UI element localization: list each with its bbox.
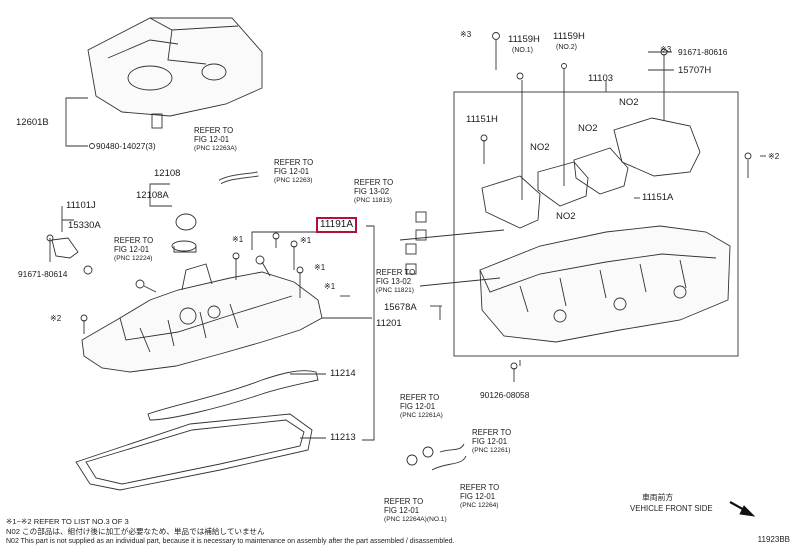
label-91671-80614[interactable]: 91671-80614 xyxy=(18,269,68,279)
refer-line1: REFER TO xyxy=(354,178,394,187)
refer-callout-12264A[interactable]: REFER TO FIG 12-01 (PNC 12264A)(NO.1) xyxy=(384,497,447,524)
refer-line1: REFER TO xyxy=(460,483,500,492)
label-15707H[interactable]: 15707H xyxy=(678,65,712,76)
note-marker-3b: ※3 xyxy=(660,45,672,54)
bolt-group-right[interactable] xyxy=(439,32,752,383)
refer-line2: FIG 12-01 xyxy=(384,506,420,515)
refer-pnc: (PNC 12224) xyxy=(114,255,153,262)
label-12601B[interactable]: 12601B xyxy=(16,117,49,128)
label-15330A[interactable]: 15330A xyxy=(68,220,101,231)
label-11159H-no2[interactable]: 11159H xyxy=(553,31,585,42)
refer-callout-12264[interactable]: REFER TO FIG 12-01 (PNC 12264) xyxy=(460,483,499,510)
vehicle-front-label-en: VEHICLE FRONT SIDE xyxy=(630,504,713,513)
refer-pnc: (PNC 12261A) xyxy=(400,412,443,419)
bolt-group-left[interactable] xyxy=(80,232,304,334)
refer-pnc: (PNC 12261) xyxy=(472,447,511,454)
label-12108A[interactable]: 12108A xyxy=(136,190,169,201)
oil-control-valve-left[interactable] xyxy=(46,234,93,275)
label-11159H-no1-note: (NO.1) xyxy=(512,47,533,54)
gasket-11214[interactable] xyxy=(147,370,319,421)
label-15678A[interactable]: 15678A xyxy=(384,302,417,313)
label-11101J[interactable]: 11101J xyxy=(66,200,96,211)
refer-line2: FIG 12-01 xyxy=(400,402,436,411)
refer-line1: REFER TO xyxy=(384,497,424,506)
refer-callout-12224[interactable]: REFER TO FIG 12-01 (PNC 12224) xyxy=(114,236,153,263)
refer-line2: FIG 12-01 xyxy=(114,245,150,254)
bearing-cap-group[interactable] xyxy=(481,117,701,229)
note-marker-1c: ※1 xyxy=(314,263,326,272)
label-no2-d: NO2 xyxy=(556,211,576,222)
plug-group[interactable] xyxy=(405,211,427,275)
label-no2-a: NO2 xyxy=(619,97,639,108)
refer-line1: REFER TO xyxy=(376,268,416,277)
refer-pnc: (PNC 11821) xyxy=(376,287,414,294)
refer-callout-12261A[interactable]: REFER TO FIG 12-01 (PNC 12261A) xyxy=(400,393,443,420)
label-90126-08058[interactable]: 90126-08058 xyxy=(480,390,530,400)
note-marker-1d: ※1 xyxy=(324,282,336,291)
refer-line2: FIG 13-02 xyxy=(376,277,412,286)
note-marker-2a: ※2 xyxy=(768,152,780,161)
refer-line1: REFER TO xyxy=(194,126,234,135)
label-11159H-no2-note: (NO.2) xyxy=(556,44,577,51)
refer-pnc: (PNC 12264A)(NO.1) xyxy=(384,516,447,523)
figure-id: 11923BB xyxy=(757,535,790,544)
refer-callout-11813[interactable]: REFER TO FIG 13-02 (PNC 11813) xyxy=(354,178,393,205)
refer-callout-12261[interactable]: REFER TO FIG 12-01 (PNC 12261) xyxy=(472,428,511,455)
oil-filler-cap-part[interactable] xyxy=(171,213,197,253)
refer-line1: REFER TO xyxy=(400,393,440,402)
refer-callout-12263A[interactable]: REFER TO FIG 12-01 (PNC 12263A) xyxy=(194,126,237,153)
engine-cover-part[interactable] xyxy=(87,17,263,129)
refer-pnc: (PNC 12263A) xyxy=(194,145,237,152)
refer-line1: REFER TO xyxy=(274,158,314,167)
label-11103[interactable]: 11103 xyxy=(588,73,614,84)
footnote-3: N02 This part is not supplied as an indi… xyxy=(6,538,455,545)
vehicle-front-arrow xyxy=(729,501,756,517)
label-11201[interactable]: 11201 xyxy=(376,318,402,329)
refer-line2: FIG 12-01 xyxy=(274,167,310,176)
vehicle-front-label-jp: 車両前方 xyxy=(642,493,674,502)
refer-pnc: (PNC 12264) xyxy=(460,502,499,509)
label-90480-14027[interactable]: 90480-14027(3) xyxy=(96,141,156,151)
note-marker-3a: ※3 xyxy=(460,30,472,39)
gasket-11213[interactable] xyxy=(75,413,313,491)
cylinder-head-cover-part[interactable] xyxy=(81,263,323,373)
label-11213[interactable]: 11213 xyxy=(330,432,356,443)
note-marker-1b: ※1 xyxy=(300,236,312,245)
label-11151H[interactable]: 11151H xyxy=(466,114,498,125)
refer-line2: FIG 12-01 xyxy=(194,135,230,144)
label-no2-b: NO2 xyxy=(578,123,598,134)
label-11151A[interactable]: 11151A xyxy=(642,192,674,203)
note-marker-2b: ※2 xyxy=(50,314,62,323)
hose-clamp-group[interactable] xyxy=(406,443,467,471)
label-11214[interactable]: 11214 xyxy=(330,368,356,379)
refer-line2: FIG 12-01 xyxy=(460,492,496,501)
refer-line2: FIG 13-02 xyxy=(354,187,390,196)
label-11191A-highlighted[interactable]: 11191A xyxy=(316,217,357,233)
refer-line1: REFER TO xyxy=(114,236,154,245)
refer-callout-12263[interactable]: REFER TO FIG 12-01 (PNC 12263) xyxy=(274,158,313,185)
refer-line1: REFER TO xyxy=(472,428,512,437)
refer-pnc: (PNC 11813) xyxy=(354,197,392,204)
camshaft-housing-part[interactable] xyxy=(479,225,731,343)
label-no2-c: NO2 xyxy=(530,142,550,153)
note-marker-1a: ※1 xyxy=(232,235,244,244)
label-91671-80616[interactable]: 91671-80616 xyxy=(678,47,728,57)
refer-line2: FIG 12-01 xyxy=(472,437,508,446)
refer-pnc: (PNC 12263) xyxy=(274,177,313,184)
label-12108[interactable]: 12108 xyxy=(154,168,181,179)
footnote-2: N02 この部品は、組付け後に加工が必要なため、単品では補給していません xyxy=(6,527,265,536)
label-11159H-no1[interactable]: 11159H xyxy=(508,34,540,45)
footnote-1: ※1~※2 REFER TO LIST NO.3 OF 3 xyxy=(6,517,129,526)
refer-callout-11821[interactable]: REFER TO FIG 13-02 (PNC 11821) xyxy=(376,268,415,295)
